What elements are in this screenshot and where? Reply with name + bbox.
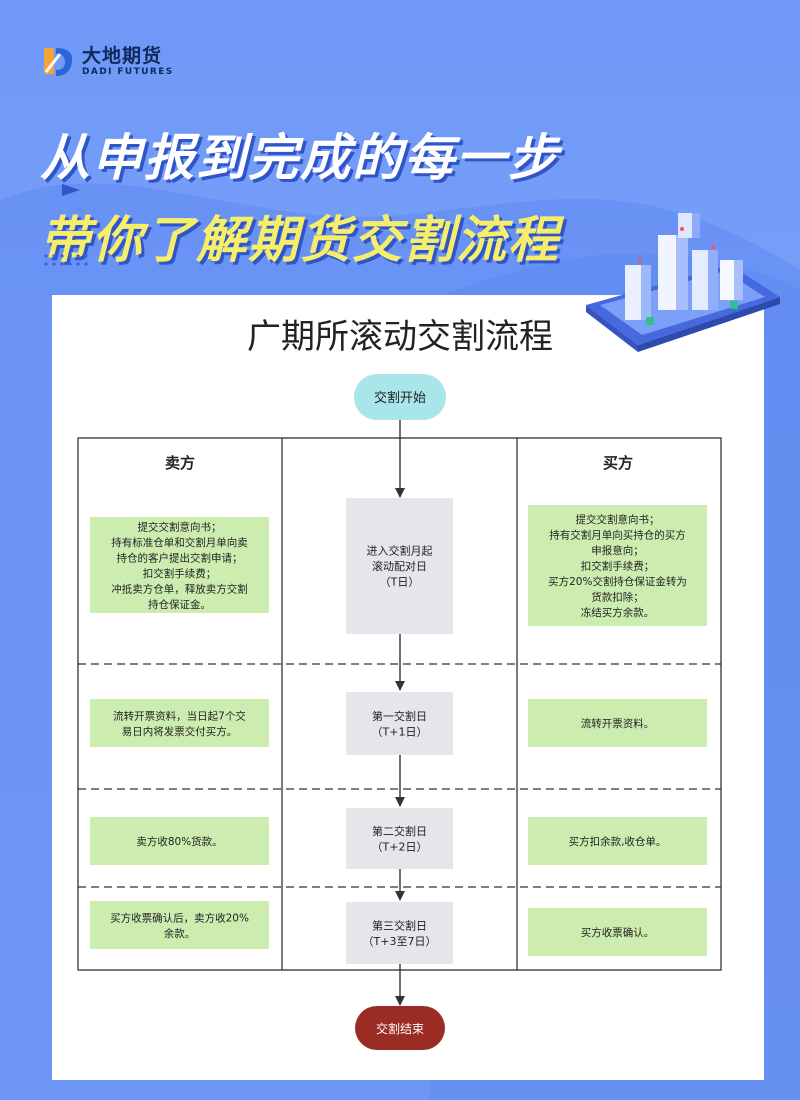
date-box-1-text: （T日） bbox=[380, 576, 420, 589]
buyer-note-3 bbox=[528, 817, 707, 865]
start-node: 交割开始 bbox=[354, 374, 446, 420]
seller-note-1 bbox=[90, 517, 269, 613]
date-box-2-text: （T+1日） bbox=[372, 725, 428, 738]
end-node: 交割结束 bbox=[355, 1006, 445, 1050]
buyer-note-1-text: 冻结买方余款。 bbox=[581, 606, 655, 619]
seller-note-4-text: 余款。 bbox=[164, 927, 196, 940]
seller-lane-header: 卖方 bbox=[165, 454, 195, 472]
seller-note-1-text: 持有标准仓单和交割月单向卖 bbox=[111, 536, 248, 549]
date-box-1-text: 进入交割月起 bbox=[367, 544, 433, 558]
date-box-1-text: 滚动配对日 bbox=[372, 559, 427, 573]
brand-name-cn: 大地期货 bbox=[82, 45, 163, 67]
date-box-1 bbox=[346, 498, 453, 634]
seller-note-2-text: 流转开票资料，当日起7个交 bbox=[113, 709, 246, 722]
buyer-note-1-text: 买方20%交割持仓保证金转为 bbox=[548, 575, 687, 588]
seller-note-4-text: 买方收票确认后，卖方收20% bbox=[110, 911, 249, 924]
buyer-note-2-text: 流转开票资料。 bbox=[581, 717, 655, 730]
buyer-note-4-text: 买方收票确认。 bbox=[581, 926, 655, 939]
city-illustration-icon bbox=[586, 213, 780, 352]
dadi-logo-icon bbox=[44, 48, 73, 76]
buyer-note-1-text: 扣交割手续费； bbox=[581, 560, 655, 573]
buyer-lane-header: 买方 bbox=[603, 454, 633, 472]
seller-note-3-text: 卖方收80%货款。 bbox=[136, 835, 222, 848]
seller-note-1-text: 扣交割手续费； bbox=[143, 567, 217, 580]
brand-name-en: DADI FUTURES bbox=[82, 67, 174, 77]
end-node-label: 交割结束 bbox=[376, 1021, 424, 1036]
seller-note-4 bbox=[90, 901, 269, 949]
headline-line-2: 带你了解期货交割流程 bbox=[40, 211, 560, 269]
date-box-4-text: 第三交割日 bbox=[372, 918, 427, 932]
buyer-note-1-text: 持有交割月单向买持仓的买方 bbox=[549, 529, 686, 542]
date-box-4 bbox=[346, 902, 453, 964]
seller-note-1-text: 持仓保证金。 bbox=[148, 598, 211, 611]
buyer-note-1-text: 货款扣除； bbox=[591, 591, 644, 604]
seller-note-3 bbox=[90, 817, 269, 865]
start-node-label: 交割开始 bbox=[374, 390, 426, 406]
date-box-4-text: （T+3至7日） bbox=[363, 935, 437, 948]
dot-grid-decoration bbox=[42, 252, 90, 268]
seller-note-1-text: 提交交割意向书； bbox=[138, 520, 222, 533]
date-box-3-text: 第二交割日 bbox=[372, 824, 427, 838]
buyer-note-1-text: 申报意向； bbox=[591, 544, 644, 557]
date-box-3 bbox=[346, 808, 453, 869]
buyer-note-3-text: 买方扣余款,收仓单。 bbox=[569, 835, 667, 848]
headline-line-1: 从申报到完成的每一步 bbox=[40, 129, 560, 187]
date-box-2 bbox=[346, 692, 453, 755]
buyer-note-1-text: 提交交割意向书； bbox=[576, 513, 660, 526]
buyer-note-2 bbox=[528, 699, 707, 747]
triangle-decoration-icon bbox=[62, 184, 80, 196]
brand-logo: 大地期货 DADI FUTURES bbox=[40, 44, 174, 80]
date-box-2-text: 第一交割日 bbox=[372, 709, 427, 723]
seller-note-2-text: 易日内将发票交付买方。 bbox=[122, 725, 238, 738]
seller-note-2 bbox=[90, 699, 269, 747]
buyer-note-1 bbox=[528, 505, 707, 626]
seller-note-1-text: 持仓的客户提出交割申请； bbox=[117, 551, 243, 564]
date-box-3-text: （T+2日） bbox=[372, 840, 428, 853]
buyer-note-4 bbox=[528, 908, 707, 956]
seller-note-1-text: 冲抵卖方仓单，释放卖方交割 bbox=[111, 582, 248, 595]
diagram-title: 广期所滚动交割流程 bbox=[247, 317, 553, 357]
